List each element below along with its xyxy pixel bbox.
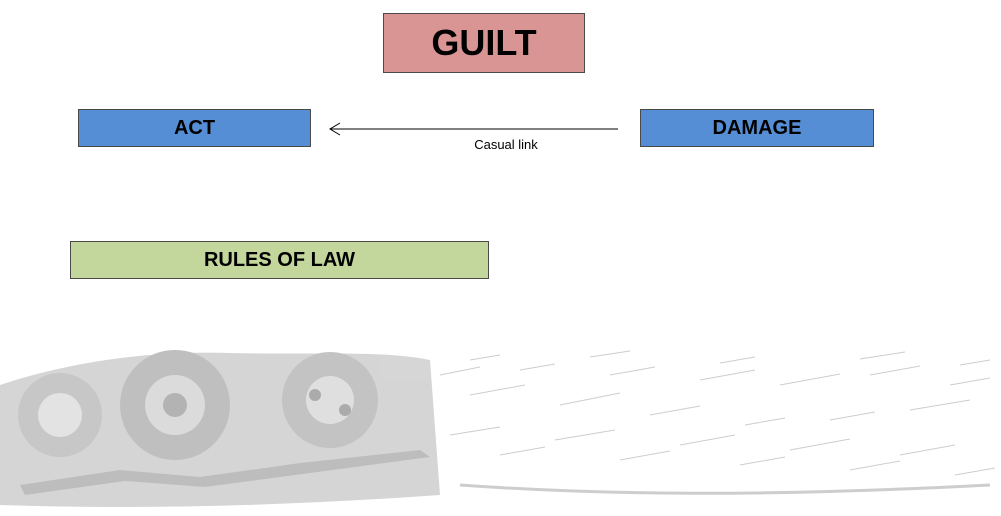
act-label: ACT <box>173 116 216 139</box>
guilt-box: GUILT <box>383 13 585 73</box>
gear-machinery-icon <box>0 350 440 507</box>
rules-of-law-box: RULES OF LAW <box>70 241 489 279</box>
causal-link-arrow <box>329 122 618 136</box>
act-box: ACT <box>78 109 311 147</box>
engraved-machinery-texture-icon <box>0 350 996 507</box>
damage-box: DAMAGE <box>640 109 874 147</box>
causal-link-label: Casual link <box>474 137 538 152</box>
damage-label: DAMAGE <box>712 116 802 139</box>
guilt-label: GUILT <box>431 22 537 63</box>
rules-of-law-label: RULES OF LAW <box>203 248 356 271</box>
hatch-texture <box>439 350 996 495</box>
